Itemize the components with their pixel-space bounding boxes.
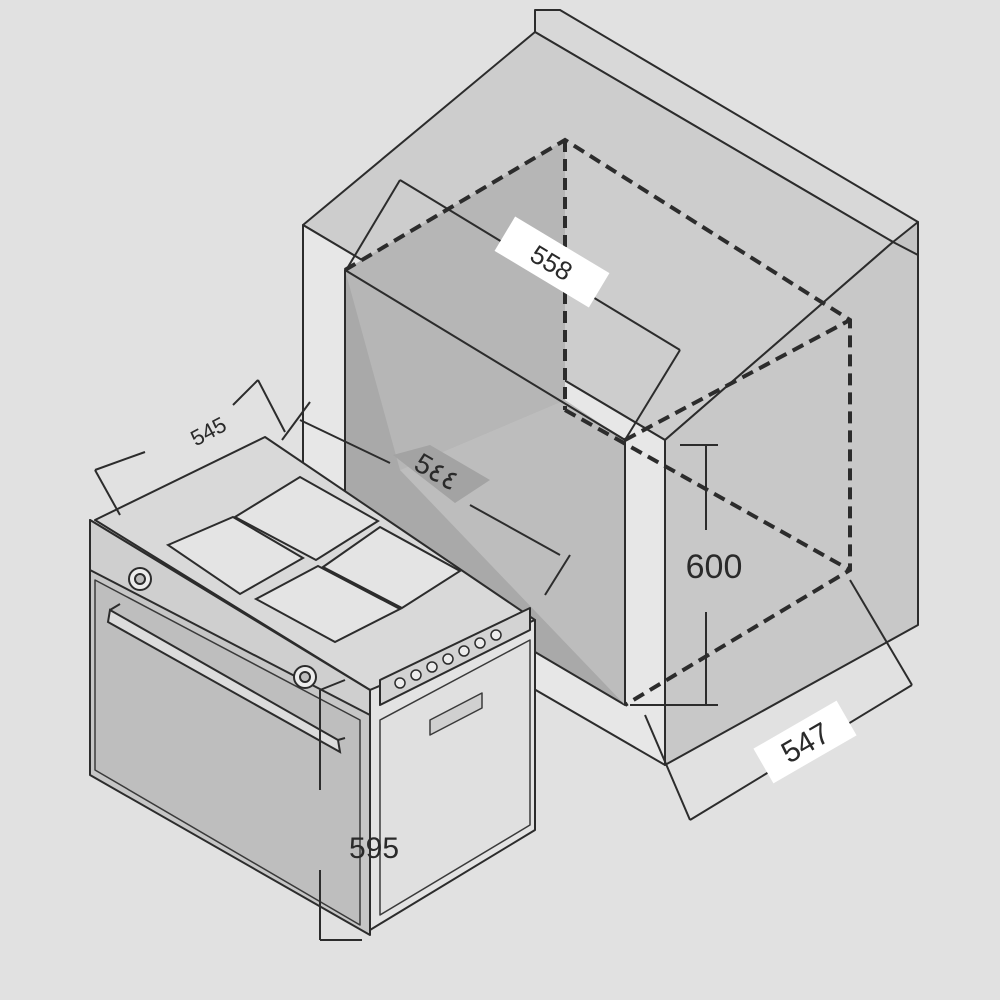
dimension-cabinet-height	[630, 444, 718, 706]
oven-side-vent	[429, 692, 483, 736]
oven-knob-icon[interactable]	[442, 653, 454, 665]
oven-knob-icon[interactable]	[474, 637, 486, 649]
oven-width-label-shadow	[393, 445, 490, 503]
oven-side-knobs	[394, 629, 502, 689]
oven-height-text: 595	[349, 832, 399, 865]
dimension-oven-depth	[94, 379, 286, 516]
hob-plate-icon	[232, 475, 380, 562]
hob-plate-icon	[165, 515, 305, 596]
oven-knob-icon[interactable]	[293, 665, 317, 689]
label-cabinet-width: 547	[753, 700, 857, 784]
dimension-oven-height	[319, 679, 362, 941]
oven-knobs	[128, 567, 502, 689]
oven-depth-text: 545	[186, 412, 230, 451]
cabinet-height-text: 600	[686, 548, 743, 586]
hob-plate-icon	[321, 525, 462, 610]
oven-knob-icon[interactable]	[128, 567, 152, 591]
hob-plates	[165, 475, 462, 644]
oven-knob-icon[interactable]	[394, 677, 406, 689]
oven-side-panel	[379, 639, 531, 916]
hob-plate-icon	[253, 564, 403, 644]
oven-knob-icon[interactable]	[426, 661, 438, 673]
oven-handle-icon[interactable]	[106, 603, 346, 754]
cabinet-opening-back	[345, 140, 565, 470]
oven-door-window	[94, 579, 361, 926]
oven-knob-icon[interactable]	[410, 669, 422, 681]
dimension-oven-width	[281, 401, 571, 596]
oven-knob-icon[interactable]	[458, 645, 470, 657]
oven-knob-icon[interactable]	[490, 629, 502, 641]
